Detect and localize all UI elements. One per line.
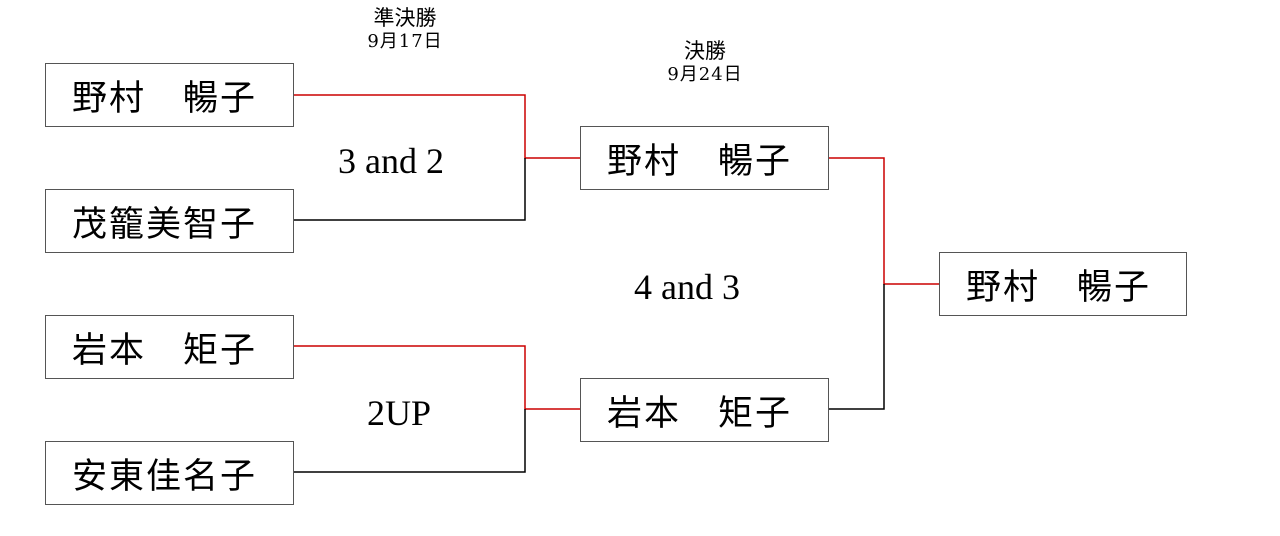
bracket-line-winner-top-semi (293, 94, 581, 159)
bracket-line-loser-final (828, 284, 885, 410)
player-box-r1-3: 岩本 矩子 (45, 315, 294, 379)
semifinal-date: 9月17日 (367, 31, 443, 52)
score-final: 4 and 3 (634, 267, 740, 307)
final-date: 9月24日 (667, 64, 743, 85)
score-semifinal-bottom: 2UP (367, 393, 432, 433)
player-box-r1-1: 野村 暢子 (45, 63, 294, 127)
final-name: 決勝 (684, 39, 726, 63)
bracket-line-loser-top-semi (293, 158, 526, 221)
player-box-r1-2: 茂籠美智子 (45, 189, 294, 253)
bracket-line-loser-bottom-semi (293, 409, 526, 473)
semifinal-label: 準決勝 9月17日 (335, 6, 475, 54)
bracket-line-winner-final (828, 157, 940, 285)
semifinal-name: 準決勝 (373, 6, 437, 30)
score-semifinal-top: 3 and 2 (338, 141, 444, 181)
final-label: 決勝 9月24日 (635, 39, 775, 87)
player-box-r2-1: 野村 暢子 (580, 126, 829, 190)
bracket-line-winner-bottom-semi (293, 345, 581, 410)
player-box-r1-4: 安東佳名子 (45, 441, 294, 505)
player-box-r2-2: 岩本 矩子 (580, 378, 829, 442)
champion-box: 野村 暢子 (939, 252, 1187, 316)
